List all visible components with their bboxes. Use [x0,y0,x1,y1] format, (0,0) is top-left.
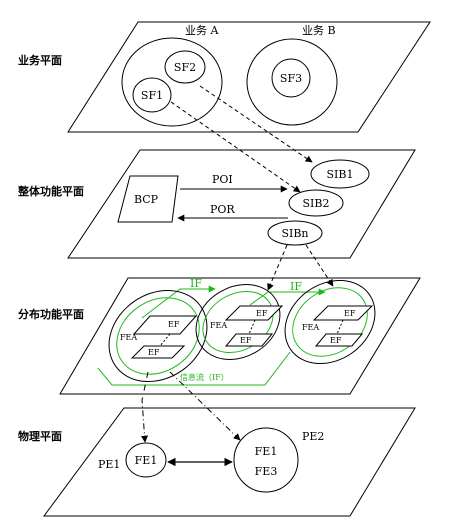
ef-label-2a: EF [256,309,268,318]
ef-box-2a [224,305,284,321]
distributed-plane-label: 分布功能平面 [18,307,84,321]
service-plane-label: 业务平面 [18,53,62,67]
fe2-node [233,427,299,493]
sf1-to-sib2-arrow [170,101,301,193]
sibn-node [267,220,323,246]
ef-label-1a: EF [168,320,180,329]
ef-box-2b [224,333,274,347]
sf1-node [132,77,172,113]
fe-group-1-inner [116,297,200,375]
sf3-node [271,58,311,98]
ef-box-1a [132,315,198,335]
sf2-to-sib1-arrow [199,85,313,163]
fe2-label-bottom: FE3 [255,465,278,478]
sf2-node [164,50,206,84]
ef-label-3a: EF [344,309,356,318]
global-plane-label: 整体功能平面 [17,184,84,198]
physical-plane-label: 物理平面 [18,429,62,443]
ef-label-2b: EF [240,336,252,345]
service-a-ellipse [121,37,223,127]
sf3-label: SF3 [280,72,302,85]
fe-group-1-to-fe2-arrow [169,371,241,441]
sib2-node [288,189,344,217]
fe-group-2-outer [195,284,281,360]
fea-label-1: FEA [120,333,137,342]
bcp-label: BCP [134,193,159,206]
physical-plane: 物理平面 PE1 PE2 FE1 FE1 FE3 [18,407,416,517]
sibn-to-fe-group-3-arrow [305,244,334,287]
fe-group-3: FEA EF EF [284,279,376,365]
fe-group-1: FEA EF EF [108,289,208,383]
ef-link-3 [336,319,344,335]
distributed-functional-plane: 分布功能平面 IF IF 信息流（IF） FEA EF EF FEA EF EF [18,277,421,395]
por-label: POR [210,203,235,216]
bcp-box [117,175,179,223]
service-a-label: 业务 A [185,24,219,37]
fe-group-3-outer [284,279,376,365]
service-plane-shape [67,21,431,133]
ef-link-1 [159,333,171,347]
fe2-label-top: FE1 [255,445,278,458]
service-plane: 业务平面 业务 A 业务 B SF2 SF1 SF3 [18,21,431,133]
fe-group-1-outer [108,289,208,383]
ef-label-3b: EF [330,336,342,345]
pe2-label: PE2 [302,430,324,443]
fe-group-2: FEA EF EF [195,284,284,360]
fe1-label: FE1 [135,454,158,467]
fe-group-1-to-fe1-arrow [141,371,149,443]
ef-box-1b [130,345,186,359]
sib1-node [310,159,370,189]
fe1-node [125,442,167,478]
if-label-right: IF [290,280,302,293]
info-flow-label: 信息流（IF） [180,372,229,382]
sibn-to-fe-group-2-arrow [267,244,288,291]
poi-label: POI [212,173,233,186]
service-b-ellipse [246,38,338,126]
fea-label-3: FEA [302,323,319,332]
ef-link-2 [248,319,256,335]
if-label-left: IF [190,277,202,290]
service-b-label: 业务 B [302,24,336,37]
sibn-label: SIBn [281,227,308,240]
pe1-label: PE1 [98,458,120,471]
fea-label-2: FEA [210,321,227,330]
fe-group-3-inner [292,287,368,357]
sf1-label: SF1 [141,89,163,102]
ef-box-3a [312,305,374,321]
if-path-left [141,285,216,319]
ef-box-3b [314,333,364,347]
global-functional-plane: 整体功能平面 BCP SIB1 SIB2 SIBn POI POR [17,149,416,259]
ef-label-1b: EF [148,348,160,357]
sib1-label: SIB1 [327,168,354,181]
info-flow-bus [97,351,291,386]
sf2-label: SF2 [174,61,196,74]
sib2-label: SIB2 [303,197,330,210]
